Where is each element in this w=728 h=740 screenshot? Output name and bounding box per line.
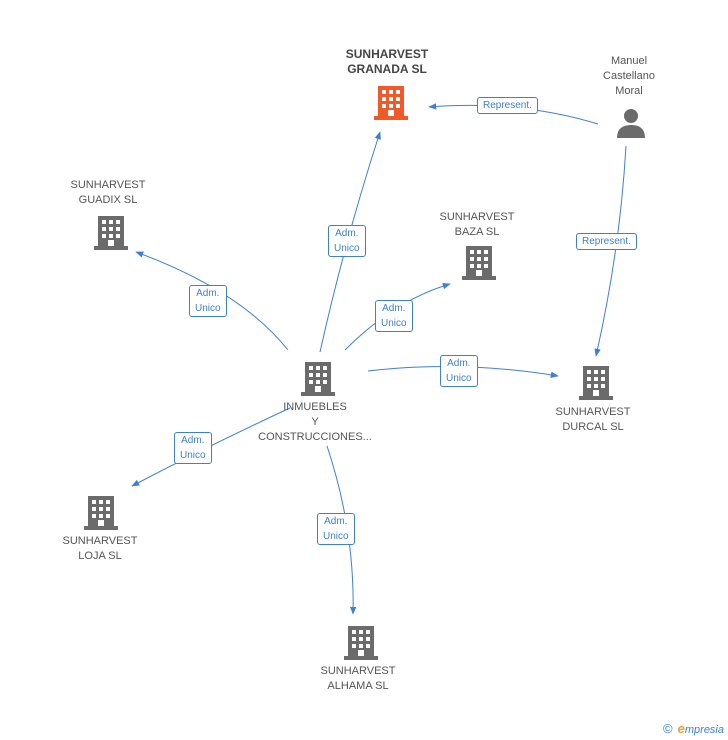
node-label-line: CONSTRUCCIONES... [258,431,372,443]
building-icon[interactable] [579,364,613,400]
edge-label-line: Unico [195,303,221,314]
node-label-alhama[interactable]: SUNHARVEST ALHAMA SL [321,664,396,694]
edge-label-inm-granada: Adm. Unico [328,225,366,257]
edge-label-line: Adm. [335,228,359,239]
copyright-icon: © [662,721,673,736]
node-label-line: BAZA SL [454,226,500,238]
building-icon[interactable] [374,84,408,120]
node-label-line: Moral [615,85,643,97]
edge-label-line: Adm. [324,516,348,527]
building-icon[interactable] [344,624,378,660]
edge-label-line: Adm. [382,303,406,314]
edge-label-inm-durcal: Adm. Unico [440,355,478,387]
edge-label-line: Unico [446,373,472,384]
node-label-line: SUNHARVEST [62,535,138,547]
brand-footer[interactable]: © empresia [663,721,724,736]
node-label-line: GRANADA SL [347,62,427,76]
edge-manuel-durcal [594,145,627,357]
node-label-line: DURCAL SL [562,421,624,433]
edge-label-line: Unico [323,531,349,542]
node-label-line: SUNHARVEST [320,665,396,677]
person-icon[interactable] [616,108,646,138]
node-label-line: INMUEBLES [283,401,347,413]
node-label-line: SUNHARVEST [439,211,515,223]
node-label-line: LOJA SL [78,550,122,562]
node-label-line: SUNHARVEST [70,179,146,191]
node-label-line: GUADIX SL [78,194,138,206]
node-label-line: SUNHARVEST [555,406,631,418]
edge-label-inm-baza: Adm. Unico [375,300,413,332]
edge-label-line: Represent. [483,100,532,111]
edge-label-line: Adm. [181,435,205,446]
edge-label-manuel-durcal: Represent. [576,233,637,250]
node-label-line: ALHAMA SL [327,680,389,692]
edge-label-inm-loja: Adm. Unico [174,432,212,464]
edge-label-line: Unico [381,318,407,329]
node-label-guadix[interactable]: SUNHARVEST GUADIX SL [71,178,146,208]
node-label-line: Manuel [610,55,648,67]
node-label-granada[interactable]: SUNHARVEST GRANADA SL [346,47,428,77]
edge-label-line: Adm. [196,288,220,299]
node-label-line: SUNHARVEST [345,47,429,61]
edge-label-inm-alhama: Adm. Unico [317,513,355,545]
edge-label-line: Unico [180,450,206,461]
node-label-loja[interactable]: SUNHARVEST LOJA SL [63,534,138,564]
node-label-baza[interactable]: SUNHARVEST BAZA SL [440,210,515,240]
building-icon[interactable] [301,360,335,396]
edge-label-inm-guadix: Adm. Unico [189,285,227,317]
brand-name: mpresia [684,724,724,736]
edge-label-line: Unico [334,243,360,254]
node-label-line: Y [311,416,319,428]
node-label-durcal[interactable]: SUNHARVEST DURCAL SL [556,405,631,435]
node-label-inmuebles[interactable]: INMUEBLES Y CONSTRUCCIONES... [258,400,372,445]
edge-label-manuel-granada: Represent. [477,97,538,114]
node-label-line: Castellano [603,70,655,82]
edge-label-line: Represent. [582,236,631,247]
building-icon[interactable] [84,494,118,530]
node-label-manuel[interactable]: Manuel Castellano Moral [603,54,655,99]
brand-initial: e [677,721,685,736]
edge-label-line: Adm. [447,358,471,369]
building-icon[interactable] [462,244,496,280]
building-icon[interactable] [94,214,128,250]
